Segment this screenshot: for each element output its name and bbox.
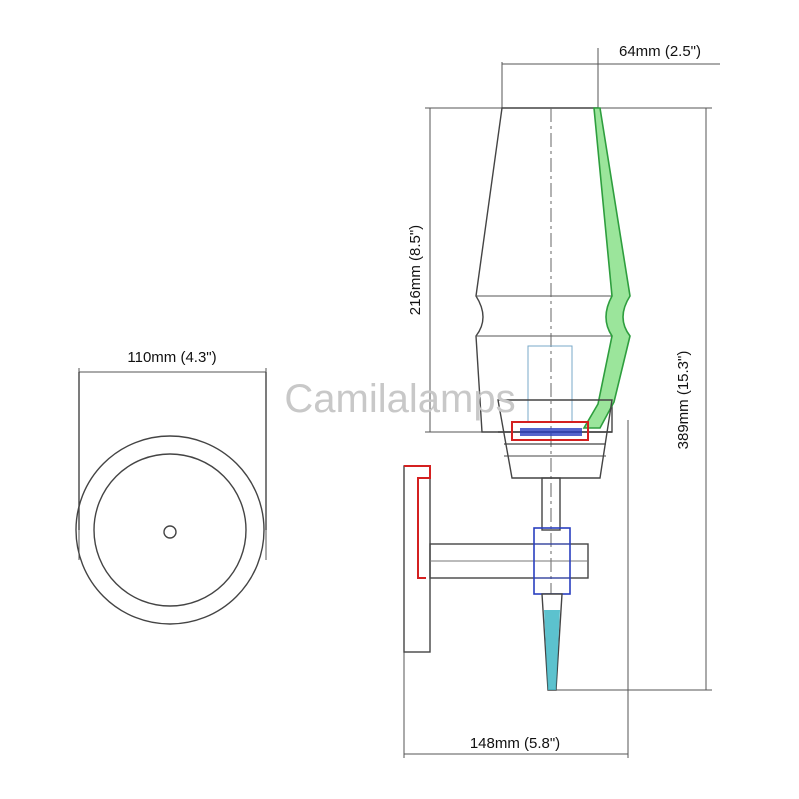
finial-glass-tip <box>544 610 560 690</box>
bulb <box>527 345 573 423</box>
glass-wall-section <box>582 107 631 429</box>
front-view: 110mm (4.3") <box>75 349 267 625</box>
center-hole <box>163 525 177 539</box>
brand-watermark: Camilalamps <box>284 377 515 421</box>
projection-label: 148mm (5.8") <box>470 735 560 752</box>
front-diameter-label: 110mm (4.3") <box>127 349 216 366</box>
shade-outer-rim <box>75 435 265 625</box>
top-width-label: 64mm (2.5") <box>619 43 701 60</box>
side-view: 64mm (2.5") 216mm (8.5") 389mm (15.3") 1… <box>403 43 720 758</box>
back-plate-edges <box>78 372 267 530</box>
shade-height-label: 216mm (8.5") <box>407 225 424 315</box>
shade-inner-rim <box>93 453 247 607</box>
stem <box>541 477 561 531</box>
socket-cup <box>497 399 613 479</box>
wall-plate-section <box>404 465 431 579</box>
total-height-label: 389mm (15.3") <box>675 351 692 450</box>
socket-ring-blue <box>520 428 582 436</box>
socket-ring-red <box>511 421 589 441</box>
